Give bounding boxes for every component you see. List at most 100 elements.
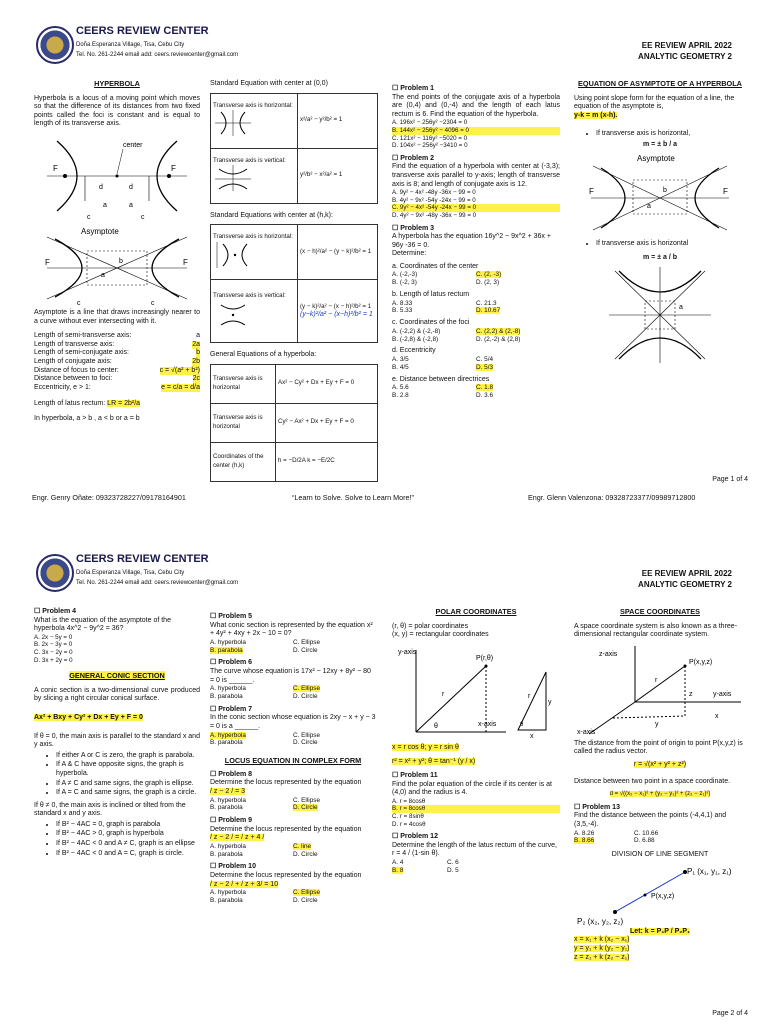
org-contact-2: Tel. No. 261-2244 email add: ceers.revie… (76, 580, 239, 586)
option-item: B. 2x − 3y = 0 (34, 641, 73, 649)
eq-hk-vertical: (y − k)²/a² − (x − h)²/b² = 1(y−k)²/a² −… (297, 279, 378, 344)
property-value: e = c/a = d/a (161, 383, 200, 393)
asymptote-vertical-diagram: a (609, 266, 711, 363)
option-text: A. 4 (392, 858, 404, 866)
problem-3-part-label: b. Length of latus rectum (392, 291, 470, 299)
svg-text:F: F (53, 164, 58, 173)
general-label: Transverse axis is horizontal (210, 363, 276, 404)
svg-text:r: r (655, 677, 658, 684)
conic-column: ☐ Problem 4 What is the equation of the … (34, 608, 200, 860)
std-center-table: Transverse axis is horizontal: x²/a² − y… (210, 92, 378, 204)
option-text: C. line (293, 842, 312, 850)
svg-text:P(r,θ): P(r,θ) (476, 655, 493, 662)
svg-text:y-axis: y-axis (713, 691, 732, 698)
problem-9-title: ☐ Problem 9 (210, 817, 253, 825)
asymptote-equation: y-k = m (x-h). (574, 111, 618, 119)
general-label: Coordinates of the center (h,k) (210, 441, 276, 482)
property-value: 2c (192, 375, 200, 384)
svg-text:c: c (141, 214, 145, 221)
property-row: Distance of focus to center:c = √(a² + b… (34, 366, 200, 376)
option-item: C. (2, -3) (476, 271, 560, 279)
general-equation: Cy² − Ax² + Dx + Ey + F = 0 (275, 402, 378, 443)
option-text: B. 4/5 (392, 363, 409, 371)
option-item: A. 196x² − 256y² −2304 = 0 (392, 119, 468, 127)
option-text: B. (-2,8) & (-2,8) (392, 335, 439, 343)
svg-text:y: y (548, 699, 552, 706)
svg-text:x-axis: x-axis (577, 729, 596, 736)
option-text: C. Ellipse (293, 638, 320, 646)
space-diagram: z-axis y-axis x-axis P(x,y,z) rz xy (577, 645, 741, 736)
property-row: Eccentricity, e > 1:e = c/a = d/a (34, 383, 200, 393)
option-item: D. 104x² − 256y² −3410 = 0 (392, 142, 468, 150)
svg-text:P₂ (x₂, y₂, z₂): P₂ (x₂, y₂, z₂) (577, 917, 624, 926)
problem-11-text: Find the polar equation of the circle if… (392, 780, 552, 797)
option-text: D. Circle (293, 804, 318, 812)
problem-3-text: A hyperbola has the equation 16y^2 − 9x^… (392, 233, 551, 249)
option-item: C. 5/4 (476, 356, 560, 364)
option-text: D. Circle (293, 739, 318, 747)
svg-text:F: F (589, 187, 594, 196)
svg-text:x: x (715, 713, 719, 720)
option-text: C. 10.66 (634, 829, 659, 837)
polar-def-1: (r, θ) = polar coordinates (392, 622, 469, 630)
bullet-vertical: If transverse axis is horizontal (596, 240, 746, 249)
vertical-label: Transverse axis is vertical: (213, 156, 286, 164)
option-text: D. Circle (293, 692, 318, 700)
problem-3-title: ☐ Problem 3 (392, 224, 435, 232)
option-text: D. 6.88 (634, 837, 655, 845)
option-item: C. 6 (447, 859, 502, 867)
org-name-2: CEERS REVIEW CENTER (76, 553, 209, 565)
option-item: B. parabola (210, 693, 293, 701)
general-equation: Ax² − Cy² + Dx + Ey + F = 0 (275, 363, 378, 404)
property-row: Length of conjugate axis:2b (34, 357, 200, 367)
problem-3-part-label: d. Eccentricity (392, 347, 436, 355)
page-2-number: Page 2 of 4 (712, 1010, 748, 1017)
division-equation: y = y₁ + k (y₂ − y₁) (574, 944, 746, 954)
option-item: A. hyperbola (210, 639, 293, 647)
svg-text:P(x,y,z): P(x,y,z) (651, 893, 674, 900)
equation-text: z = z₁ + k (z₂ − z₁) (574, 953, 630, 961)
asymptote-equation-title: EQUATION OF ASYMPTOTE OF A HYPERBOLA (578, 79, 742, 88)
option-item: C. r = 8sinθ (392, 812, 424, 820)
page-header: CEERS REVIEW CENTER Doña Esperanza Villa… (32, 22, 752, 74)
option-item: A. r = 8cosθ (392, 797, 426, 805)
option-item: A. 3/5 (392, 356, 476, 364)
option-item: B. 2.8 (392, 392, 476, 400)
locus-title: LOCUS EQUATION IN COMPLEX FORM (224, 756, 362, 766)
problem-9-text: Determine the locus represented by the e… (210, 825, 362, 833)
eq-vertical: y²/b² − x²/a² = 1 (297, 147, 378, 204)
general-equation: h = −D/2A k = −E/2C (275, 441, 378, 482)
problem-11-title: ☐ Problem 11 (392, 771, 438, 779)
option-item: D. Circle (293, 739, 376, 747)
vertical-hyperbola-icon (215, 165, 251, 192)
slope-vertical: m = ± a / b (643, 254, 677, 262)
division-title: DIVISION OF LINE SEGMENT (611, 851, 709, 859)
option-item: D. 3x + 2y = 0 (34, 656, 73, 664)
option-item: D. 3.6 (476, 392, 560, 400)
property-label: Length of semi-conjugate axis: (34, 349, 129, 357)
option-text: D. Circle (293, 897, 318, 905)
problem-13-title: ☐ Problem 13 (574, 803, 620, 811)
center-label: center (123, 142, 143, 149)
problem-2-text: Find the equation of a hyperbola with ce… (392, 163, 560, 188)
horizontal-hyperbola-icon (215, 110, 251, 137)
option-text: B. parabola (210, 850, 243, 858)
property-value: 2b (192, 357, 200, 367)
option-item: D. r = 4cosθ (392, 820, 426, 828)
option-item: C. 21.3 (476, 300, 560, 308)
svg-text:F: F (45, 258, 50, 267)
option-item: C. 1.8 (476, 384, 560, 392)
theta-zero-text: If θ = 0, the main axis is parallel to t… (34, 732, 200, 749)
general-row: Coordinates of the center (h,k)h = −D/2A… (210, 441, 378, 482)
property-row: Length of transverse axis:2a (34, 340, 200, 350)
equation-text: y = y₁ + k (y₂ − y₁) (574, 944, 630, 952)
equation-text: / z − 2 / + / z + 3/ = 10 (210, 880, 279, 888)
option-item: A. 8.33 (392, 300, 476, 308)
